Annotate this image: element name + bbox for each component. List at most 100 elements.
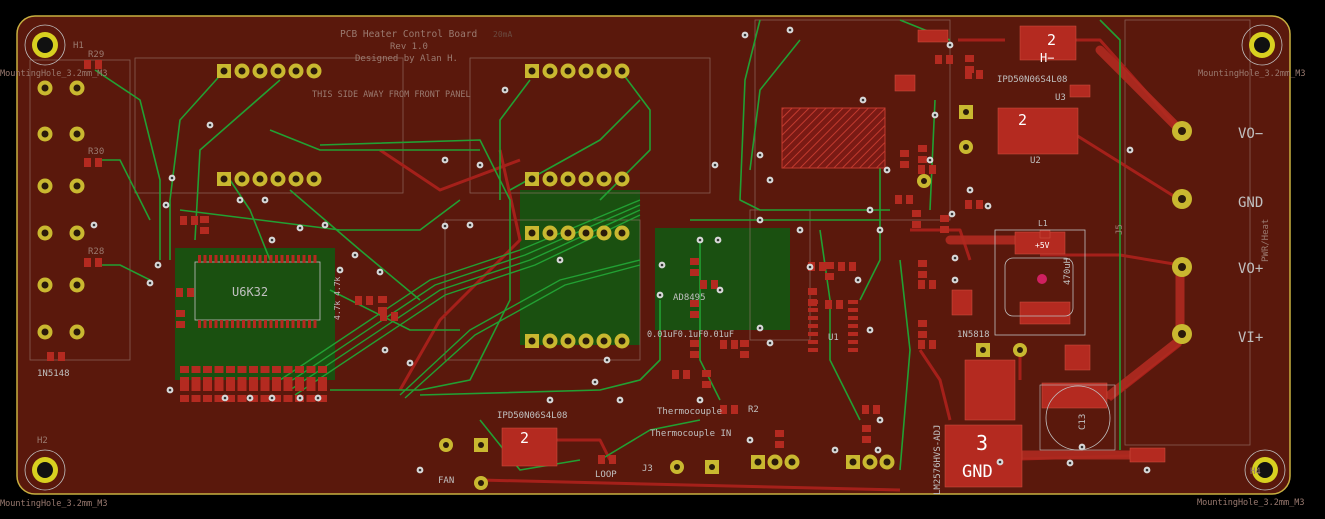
soic-pin bbox=[848, 300, 858, 304]
passive-pad-pair bbox=[672, 370, 690, 379]
soic-pin bbox=[808, 332, 818, 336]
ref-mos-top: IPD50N06S4L08 bbox=[997, 75, 1067, 85]
passive-pad-pair bbox=[862, 425, 871, 443]
via bbox=[466, 221, 474, 229]
terminal-pin bbox=[69, 80, 85, 96]
passive-pad-pair bbox=[203, 366, 212, 384]
soic-pin bbox=[808, 316, 818, 320]
passive-pad-pair bbox=[84, 60, 102, 69]
label-gnd: GND bbox=[1238, 195, 1263, 211]
passive-pad-pair bbox=[176, 310, 185, 328]
ic-u6-footprint bbox=[194, 255, 321, 328]
passive-pad-pair bbox=[272, 384, 281, 402]
passive-pad-pair bbox=[47, 352, 65, 361]
via bbox=[796, 226, 804, 234]
header-pin bbox=[306, 171, 322, 187]
pad-mos-top-sign: H− bbox=[1040, 51, 1054, 65]
ref-u6: U6K32 bbox=[232, 285, 268, 299]
via bbox=[806, 263, 814, 271]
header-pin bbox=[234, 63, 250, 79]
ref-pwr: PWR/Heat bbox=[1261, 219, 1271, 262]
hole-label-tr: MountingHole_3.2mm_M3 bbox=[1198, 69, 1305, 79]
via bbox=[656, 291, 664, 299]
header-pin bbox=[560, 171, 576, 187]
passive-pad-pair bbox=[378, 296, 387, 314]
passive-pad-pair bbox=[84, 258, 102, 267]
passive-pad-pair bbox=[318, 366, 327, 384]
via bbox=[658, 261, 666, 269]
pad bbox=[705, 460, 719, 474]
via bbox=[951, 276, 959, 284]
pad bbox=[959, 140, 973, 154]
pad bbox=[917, 174, 931, 188]
power-labels: VO− GND VO+ VI+ bbox=[1238, 126, 1263, 346]
passive-pad-pair bbox=[306, 384, 316, 402]
via bbox=[741, 31, 749, 39]
power-terminal-pin bbox=[1172, 257, 1192, 277]
passive-pad-pair bbox=[825, 262, 834, 280]
soic-pin bbox=[848, 340, 858, 344]
passive-pad-pair bbox=[965, 70, 983, 79]
ref-u2: U2 bbox=[1030, 156, 1041, 166]
terminal-pin bbox=[37, 225, 53, 241]
pad-gnd-num: 3 bbox=[976, 431, 988, 455]
passive-pad-pair bbox=[690, 340, 699, 358]
pad-mos-top-num: 2 bbox=[1047, 31, 1056, 49]
via bbox=[711, 161, 719, 169]
passive-pad-pair bbox=[940, 215, 949, 233]
ref-inductor: 470uH bbox=[1063, 258, 1073, 285]
via bbox=[1078, 443, 1086, 451]
header-pin bbox=[525, 226, 539, 240]
terminal-pin bbox=[69, 178, 85, 194]
pad-labels: 2 H− 2 2 3 GND +5V bbox=[520, 31, 1056, 482]
front-smd-pads bbox=[501, 25, 1166, 488]
pad bbox=[439, 438, 453, 452]
via bbox=[376, 268, 384, 276]
via bbox=[766, 339, 774, 347]
passive-pad-pair bbox=[180, 216, 198, 225]
terminal-pin bbox=[37, 178, 53, 194]
via bbox=[931, 111, 939, 119]
via bbox=[1126, 146, 1134, 154]
via bbox=[90, 221, 98, 229]
via bbox=[268, 394, 276, 402]
passive-pad-pair bbox=[237, 384, 247, 402]
mounting-hole-bl bbox=[24, 449, 66, 491]
hole-h4-label: H4 bbox=[1250, 467, 1261, 477]
via bbox=[603, 356, 611, 364]
passive-pad-pair bbox=[700, 280, 718, 289]
header-pin bbox=[525, 334, 539, 348]
header-pin bbox=[542, 171, 558, 187]
mounting-hole-br bbox=[1244, 449, 1286, 491]
via bbox=[546, 396, 554, 404]
header-pin bbox=[614, 171, 630, 187]
header-pin bbox=[596, 333, 612, 349]
via bbox=[236, 196, 244, 204]
via bbox=[859, 96, 867, 104]
soic-pin bbox=[848, 308, 858, 312]
passive-pad-pair bbox=[283, 384, 293, 402]
via bbox=[874, 446, 882, 454]
via bbox=[1143, 466, 1151, 474]
power-terminal-pin bbox=[1172, 121, 1192, 141]
terminal-pin bbox=[69, 324, 85, 340]
ref-reg: LM2576HVS-ADJ bbox=[933, 425, 943, 495]
ref-thermo1: Thermocouple bbox=[657, 407, 722, 417]
hole-h2-label: H2 bbox=[37, 436, 48, 446]
passive-pad-pair bbox=[214, 366, 224, 384]
via bbox=[476, 161, 484, 169]
hole-label-tl: MountingHole_3.2mm_M3 bbox=[0, 69, 107, 79]
via bbox=[1066, 459, 1074, 467]
keepout-zone bbox=[781, 107, 886, 169]
header-pin bbox=[578, 333, 594, 349]
header-pin bbox=[560, 225, 576, 241]
header-pin bbox=[596, 171, 612, 187]
pad bbox=[474, 476, 488, 490]
via bbox=[866, 326, 874, 334]
via bbox=[854, 276, 862, 284]
via bbox=[951, 254, 959, 262]
passive-pad-pair bbox=[720, 340, 738, 349]
ref-fan: FAN bbox=[438, 476, 454, 486]
via bbox=[946, 41, 954, 49]
soic-pin bbox=[808, 300, 818, 304]
